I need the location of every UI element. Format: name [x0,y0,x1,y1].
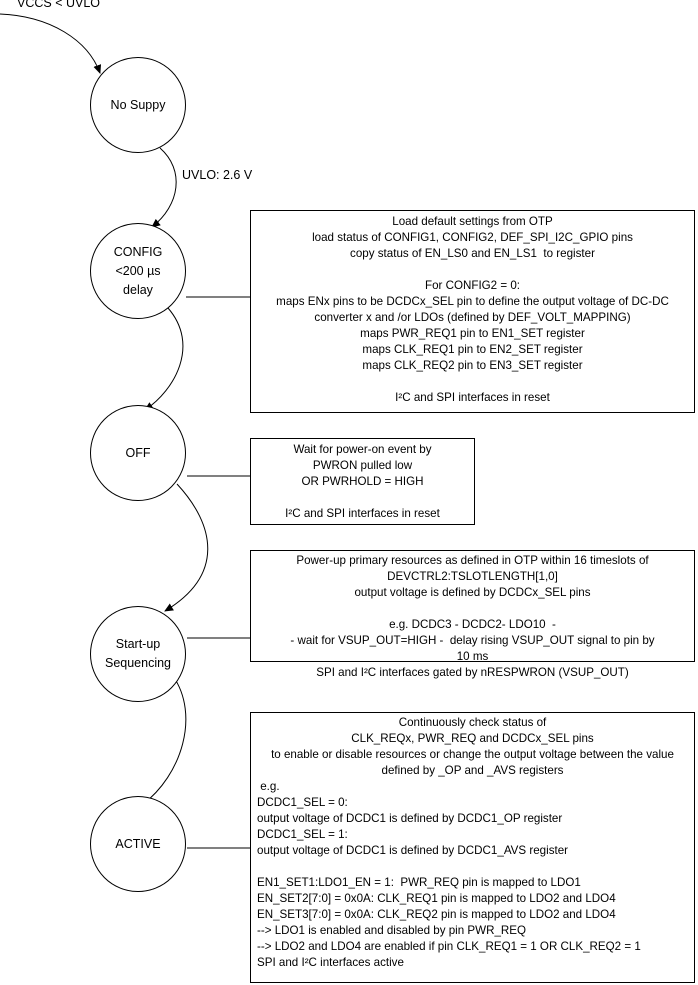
transition-label-uvlo: UVLO: 2.6 V [182,168,253,182]
box-line: output voltage is defined by DCDCx_SEL p… [354,586,591,599]
box-line: --> LDO2 and LDO4 are enabled if pin CLK… [257,940,641,953]
state-no-supply-label: No Suppy [110,97,166,112]
box-line: EN1_SET1:LDO1_EN = 1: PWR_REQ pin is map… [257,876,581,889]
box-line: OR PWRHOLD = HIGH [301,475,424,488]
box-line: CLK_REQx, PWR_REQ and DCDCx_SEL pins [351,732,594,745]
box-line: defined by _OP and _AVS registers [381,764,564,777]
box-line: e.g. DCDC3 - DCDC2- LDO10 - [389,618,556,631]
box-line: Continuously check status of [398,716,547,729]
arrow-config-off [144,307,184,411]
box-line: copy status of EN_LS0 and EN_LS1 to regi… [350,247,595,260]
state-config: CONFIG <200 µs delay [90,223,186,319]
box-line: SPI and I²C interfaces active [257,956,404,969]
state-startup: Start-up Sequencing [90,606,186,702]
box-line: maps PWR_REQ1 pin to EN1_SET register [360,327,585,340]
box-line: DCDC1_SEL = 0: [257,796,348,809]
box-line: - wait for VSUP_OUT=HIGH - delay rising … [290,634,655,647]
box-line: EN_SET3[7:0] = 0x0A: CLK_REQ2 pin is map… [257,908,616,921]
config-description-box: Load default settings from OTP load statu… [250,210,695,413]
box-line: output voltage of DCDC1 is defined by DC… [257,812,563,825]
box-line: output voltage of DCDC1 is defined by DC… [257,844,569,857]
state-active-label: ACTIVE [115,836,161,851]
box-line [251,262,694,278]
box-line: DCDC1_SEL = 1: [257,828,348,841]
box-line [251,374,694,390]
box-line: For CONFIG2 = 0: [424,279,521,292]
box-line: maps CLK_REQ2 pin to EN3_SET register [362,359,583,372]
box-line: I²C and SPI interfaces in reset [285,507,440,520]
box-line: load status of CONFIG1, CONFIG2, DEF_SPI… [312,231,633,244]
box-line: PWRON pulled low [312,459,413,472]
off-description-box: Wait for power-on event by PWRON pulled l… [250,438,475,525]
state-startup-label: Start-up Sequencing [104,637,172,670]
trigger-label: VCCS < UVLO [17,0,101,10]
box-line: I²C and SPI interfaces in reset [395,391,550,404]
state-off-label: OFF [125,445,151,460]
state-off: OFF [90,405,186,501]
box-line: Wait for power-on event by [293,443,432,456]
box-line [257,859,694,875]
box-line: SPI and I²C interfaces gated by nRESPWRO… [316,666,629,679]
box-line: EN_SET2[7:0] = 0x0A: CLK_REQ1 pin is map… [257,892,616,905]
box-line: DEVCTRL2:TSLOTLENGTH[1,0] [387,570,558,583]
box-line [251,601,694,617]
state-no-supply: No Suppy [90,57,186,153]
box-line: 10 ms [456,650,489,663]
arrow-off-startup [164,483,209,612]
box-line: maps ENx pins to be DCDCx_SEL pin to def… [276,295,669,308]
box-line: e.g. [257,780,280,793]
active-description-box: Continuously check status of CLK_REQx, PW… [250,712,695,983]
arrow-startup-active [141,675,187,806]
box-line: maps CLK_REQ1 pin to EN2_SET register [362,343,583,356]
arrow-nosupply-config [151,147,177,228]
startup-description-box: Power-up primary resources as defined in… [250,550,695,679]
box-line: Load default settings from OTP [392,215,553,228]
box-line: converter x and /or LDOs (defined by DEF… [314,311,631,324]
entry-arrow [0,13,102,74]
box-line [251,490,474,506]
box-line: to enable or disable resources or change… [271,748,674,761]
box-line: --> LDO1 is enabled and disabled by pin … [257,924,527,937]
state-config-label: CONFIG <200 µs delay [113,244,163,297]
state-active: ACTIVE [90,796,186,892]
box-line: Power-up primary resources as defined in… [296,554,649,567]
